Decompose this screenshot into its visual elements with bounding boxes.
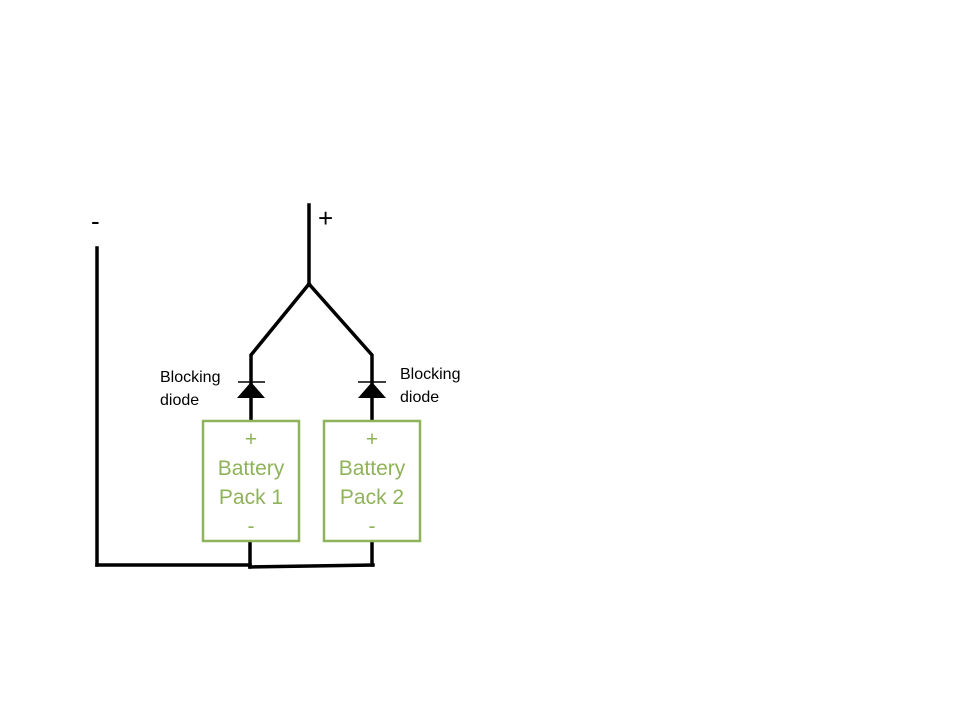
- diode-1-label-line1: Blocking: [160, 369, 220, 386]
- battery-pack-1-plus: +: [245, 428, 257, 451]
- blocking-diode-2: [358, 381, 386, 398]
- battery-pack-2-plus: +: [366, 428, 378, 451]
- diode-2-label-line2: diode: [400, 389, 439, 406]
- branch-right: [306, 281, 374, 385]
- battery-pack-1-box: [201, 419, 301, 543]
- diode-2-label-line1: Blocking: [400, 366, 460, 383]
- branch-left: [249, 281, 312, 385]
- battery-pack-1: + Battery Pack 1 -: [201, 419, 301, 543]
- diode-triangle: [358, 382, 386, 398]
- bottom-wire-right: [248, 563, 375, 569]
- battery-pack-1-line2: Pack 1: [219, 486, 283, 509]
- battery-pack-2-line2: Pack 2: [340, 486, 404, 509]
- blocking-diode-1: [237, 381, 265, 398]
- battery-pack-2-minus: -: [369, 515, 376, 538]
- positive-terminal-label: +: [318, 203, 333, 233]
- diode-1-label-line2: diode: [160, 392, 199, 409]
- negative-terminal-label: -: [91, 206, 100, 236]
- battery-pack-1-line1: Battery: [218, 457, 285, 480]
- battery-pack-1-minus: -: [248, 515, 255, 538]
- battery-pack-2-line1: Battery: [339, 457, 406, 480]
- battery-pack-2-box: [322, 419, 422, 543]
- diode-triangle: [237, 382, 265, 398]
- wires: [95, 203, 375, 569]
- battery-pack-2: + Battery Pack 2 -: [322, 419, 422, 543]
